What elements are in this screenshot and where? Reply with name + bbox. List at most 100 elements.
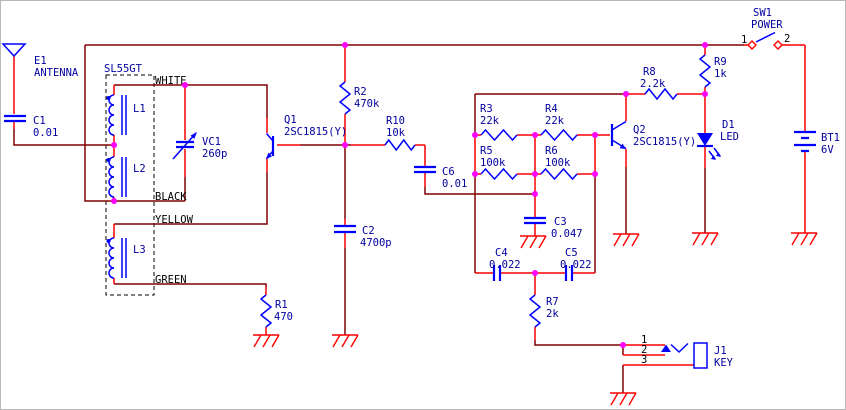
svg-text:KEY: KEY <box>714 357 734 369</box>
resistor-r3: R3 22k <box>480 103 518 142</box>
jack-spring-contact <box>670 342 689 354</box>
svg-text:D1: D1 <box>722 119 735 131</box>
resistor-r5: R5 100k <box>480 145 518 181</box>
svg-text:BT1: BT1 <box>821 132 840 144</box>
wires <box>13 44 744 393</box>
svg-text:R10: R10 <box>386 115 405 127</box>
variable-capacitor-vc1: VC1 260p <box>172 132 227 160</box>
svg-text:C2: C2 <box>362 225 375 237</box>
svg-text:0.01: 0.01 <box>33 127 58 139</box>
ground-icon <box>520 235 547 249</box>
pin-wires <box>13 44 806 366</box>
coil-l1-icon <box>108 94 115 136</box>
resistor-icon <box>259 294 273 328</box>
svg-text:R7: R7 <box>546 296 559 308</box>
resistor-icon <box>540 128 578 142</box>
battery-bt1: BT1 6V <box>794 130 840 156</box>
capacitor-icon <box>414 165 436 174</box>
ground-symbols <box>253 232 818 406</box>
svg-text:1: 1 <box>741 34 747 46</box>
switch-pin-1 <box>747 40 757 50</box>
resistor-icon <box>480 167 518 181</box>
jack-j1: 1 2 3 J1 KEY <box>641 334 734 369</box>
svg-text:L2: L2 <box>133 163 146 175</box>
resistor-icon <box>480 128 518 142</box>
svg-text:R9: R9 <box>714 56 727 68</box>
svg-text:2k: 2k <box>546 308 559 320</box>
svg-text:470k: 470k <box>354 98 380 110</box>
antenna-icon <box>1 43 27 58</box>
capacitor-icon <box>524 216 546 225</box>
svg-text:100k: 100k <box>545 157 571 169</box>
svg-text:2SC1815(Y): 2SC1815(Y) <box>633 136 696 148</box>
svg-text:C3: C3 <box>554 216 567 228</box>
resistor-r7: R7 2k <box>528 294 559 328</box>
capacitor-icon <box>176 140 194 149</box>
svg-text:R3: R3 <box>480 103 493 115</box>
capacitor-icon <box>4 114 26 123</box>
capacitor-c4: C4 0.022 <box>489 247 521 281</box>
resistor-r6: R6 100k <box>540 145 578 181</box>
switch-lever-icon <box>755 31 776 43</box>
capacitor-c1: C1 0.01 <box>4 114 58 139</box>
svg-text:L1: L1 <box>133 103 146 115</box>
coil-l2-icon <box>108 156 115 198</box>
variable-arrow-icon <box>172 132 197 160</box>
svg-text:C6: C6 <box>442 166 455 178</box>
phase-dot-l2 <box>106 158 111 162</box>
ground-icon <box>610 392 637 406</box>
svg-text:100k: 100k <box>480 157 506 169</box>
resistor-icon <box>698 54 712 88</box>
capacitor-c2: C2 4700p <box>334 224 392 249</box>
resistor-r10: R10 10k <box>384 115 416 152</box>
svg-text:SW1: SW1 <box>753 7 772 19</box>
svg-text:Q2: Q2 <box>633 124 646 136</box>
svg-text:Q1: Q1 <box>284 114 297 126</box>
ref-t1: SL55GT <box>104 63 143 75</box>
transformer-outline <box>105 74 155 296</box>
resistor-icon <box>338 81 352 115</box>
led-icon <box>697 133 713 146</box>
svg-text:POWER: POWER <box>751 19 783 31</box>
net-label-yellow: YELLOW <box>155 214 194 226</box>
switch-pin-2 <box>773 40 783 50</box>
svg-text:J1: J1 <box>714 345 727 357</box>
phase-dot-l3 <box>106 239 111 243</box>
svg-text:R5: R5 <box>480 145 493 157</box>
led-d1: D1 LED <box>697 119 739 160</box>
transformer-sl55gt: SL55GT L1 L2 L3 WHITE BLACK YELLOW GREEN <box>104 63 194 286</box>
svg-text:R8: R8 <box>643 66 656 78</box>
svg-text:0.022: 0.022 <box>560 259 592 271</box>
resistor-r8: R8 2.2k <box>640 66 678 101</box>
svg-text:C1: C1 <box>33 115 46 127</box>
svg-text:2SC1815(Y): 2SC1815(Y) <box>284 126 347 138</box>
svg-text:R1: R1 <box>275 299 288 311</box>
svg-text:L3: L3 <box>133 244 146 256</box>
capacitor-c5: C5 0.022 <box>560 247 592 281</box>
resistor-icon <box>384 138 416 152</box>
resistor-r2: R2 470k <box>338 81 380 115</box>
net-label-black: BLACK <box>155 191 187 203</box>
resistor-icon <box>644 87 678 101</box>
ref-e1: E1 <box>34 55 47 67</box>
svg-text:R4: R4 <box>545 103 558 115</box>
svg-text:C5: C5 <box>565 247 578 259</box>
svg-text:22k: 22k <box>545 115 565 127</box>
ground-icon <box>791 232 818 246</box>
svg-text:VC1: VC1 <box>202 136 221 148</box>
resistor-r9: R9 1k <box>698 54 727 88</box>
svg-text:2: 2 <box>784 33 790 45</box>
svg-text:1: 1 <box>641 334 647 346</box>
capacitor-icon <box>564 265 574 281</box>
antenna-e1: E1 ANTENNA <box>1 43 79 79</box>
resistor-r1: R1 470 <box>259 294 293 328</box>
value-e1: ANTENNA <box>34 67 79 79</box>
net-label-white: WHITE <box>155 75 187 87</box>
capacitor-c6: C6 0.01 <box>414 165 467 190</box>
ground-icon <box>692 232 719 246</box>
svg-text:470: 470 <box>274 311 293 323</box>
capacitor-icon <box>492 265 502 281</box>
capacitor-icon <box>334 224 356 234</box>
svg-text:R2: R2 <box>354 86 367 98</box>
